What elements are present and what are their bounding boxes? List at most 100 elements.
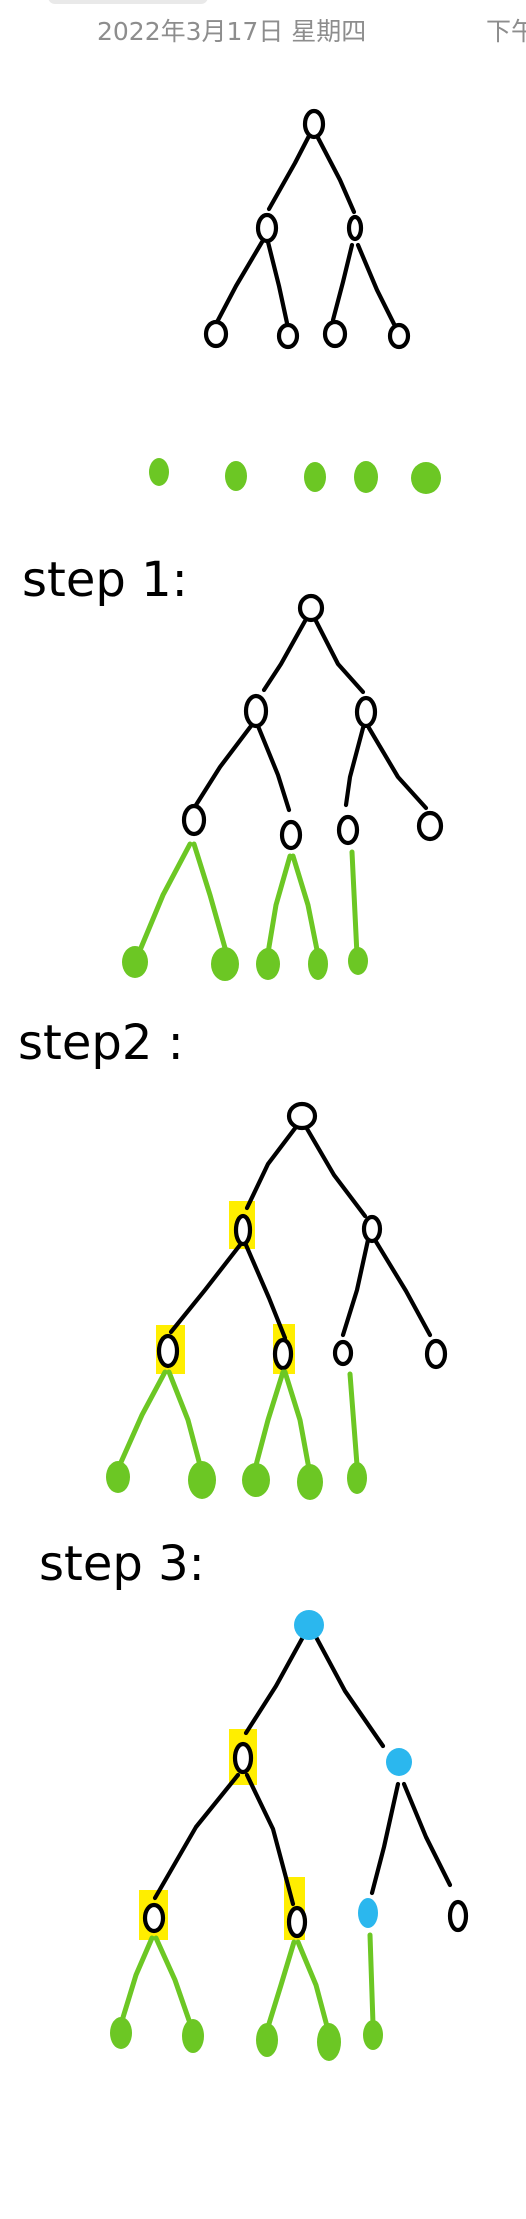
leaf-dot: [225, 461, 247, 491]
leaf-dot: [188, 1461, 216, 1499]
leaf-dot: [242, 1463, 270, 1497]
tree-edge: [152, 1772, 241, 1901]
tree-node: [233, 1213, 253, 1247]
leaf-row: [149, 458, 441, 494]
tree-node: [286, 1101, 318, 1131]
leaf-dot: [256, 948, 280, 980]
tree-edge: [243, 1242, 288, 1341]
tree-node: [276, 322, 300, 350]
leaf-edge: [349, 849, 360, 958]
leaf-dot: [411, 462, 441, 494]
leaf-dot: [347, 1462, 367, 1494]
leaf-dot: [122, 946, 148, 978]
leaf-edge: [135, 841, 193, 958]
leaf-dot: [149, 458, 169, 486]
step-1-tree: [122, 593, 444, 981]
tree-edge: [313, 131, 357, 215]
tree-edge: [244, 1124, 299, 1211]
leaf-edge: [290, 853, 321, 958]
leaf-edge: [166, 1369, 204, 1472]
leaf-dot: [211, 947, 239, 981]
leaf-edge: [265, 853, 293, 956]
tree-edge: [369, 1781, 401, 1896]
tree-edge: [213, 239, 265, 327]
leaf-dot: [110, 2017, 132, 2049]
tree-edge: [255, 723, 292, 813]
tree-node: [279, 819, 303, 851]
tree-node: [424, 1338, 448, 1370]
tree-edge: [244, 1772, 296, 1907]
tree-edge: [313, 1634, 386, 1749]
leaf-edge: [115, 1369, 168, 1472]
tree-node: [416, 810, 444, 842]
tree-node: [156, 1333, 180, 1369]
leaf-dot: [317, 2023, 341, 2061]
tree-node: [181, 803, 207, 837]
leaf-edge: [282, 1369, 312, 1472]
tree-node: [361, 1214, 383, 1244]
tree-edge: [168, 1242, 243, 1335]
top-tab[interactable]: [48, 0, 208, 4]
tree-edge: [261, 618, 308, 693]
leaf-dot: [297, 1464, 323, 1500]
tree-node: [232, 1741, 254, 1775]
step-3-tree: [110, 1610, 469, 2061]
step-2-tree: [106, 1101, 448, 1500]
leaf-dot: [304, 462, 326, 492]
tree-node: [332, 1339, 354, 1367]
tree-edge: [303, 1124, 368, 1219]
tree-edge: [401, 1781, 453, 1888]
tree-node: [142, 1902, 166, 1934]
leaf-dot: [348, 947, 368, 975]
tree-node: [354, 695, 378, 729]
leaf-dot: [182, 2019, 204, 2053]
leaf-edge: [265, 1939, 297, 2030]
leaf-dot: [354, 461, 378, 493]
leaf-dot: [363, 2020, 383, 2050]
date-header: 2022年3月17日 星期四 下午: [0, 12, 526, 46]
tree-edge: [372, 1237, 433, 1338]
tree-edge: [330, 242, 355, 323]
tree-edge: [366, 725, 429, 811]
step-2-label: step2 :: [18, 1015, 184, 1071]
tree-node: [203, 319, 229, 349]
step-1-label: step 1:: [22, 552, 188, 608]
tree-node-blue: [294, 1610, 324, 1640]
tree-node: [272, 1337, 294, 1371]
tree-edge: [193, 723, 254, 808]
leaf-dot: [256, 2023, 278, 2057]
tree-edge: [355, 242, 397, 327]
tree-node-blue: [358, 1898, 378, 1928]
tree-node: [322, 319, 348, 349]
leaf-edge: [252, 1369, 286, 1472]
tree-edge: [343, 725, 366, 808]
leaf-edge: [153, 1935, 194, 2029]
tree-node: [387, 322, 411, 350]
tree-node: [255, 212, 279, 244]
tree-edge: [266, 131, 313, 212]
tree-node: [302, 108, 326, 140]
tree-edge: [243, 1634, 306, 1736]
tree-node: [286, 1905, 308, 1939]
tree-edge: [265, 239, 290, 326]
tree-node-blue: [386, 1748, 412, 1776]
leaf-edge: [347, 1371, 360, 1468]
tree-node: [447, 1899, 469, 1933]
time-text: 下午: [486, 17, 526, 46]
tree-edge: [313, 618, 366, 695]
initial-tree: [203, 108, 411, 350]
tree-node: [346, 214, 364, 242]
leaf-dot: [308, 948, 328, 980]
leaf-edge: [295, 1939, 331, 2033]
tree-edge: [340, 1237, 371, 1338]
leaf-edge: [191, 841, 230, 958]
leaf-edge: [118, 1935, 155, 2027]
step-3-label: step 3:: [39, 1536, 205, 1592]
tree-node: [297, 593, 325, 623]
tree-node: [336, 814, 360, 846]
date-text: 2022年3月17日 星期四: [97, 17, 367, 46]
leaf-edge: [367, 1932, 376, 2027]
tree-node: [243, 693, 269, 729]
